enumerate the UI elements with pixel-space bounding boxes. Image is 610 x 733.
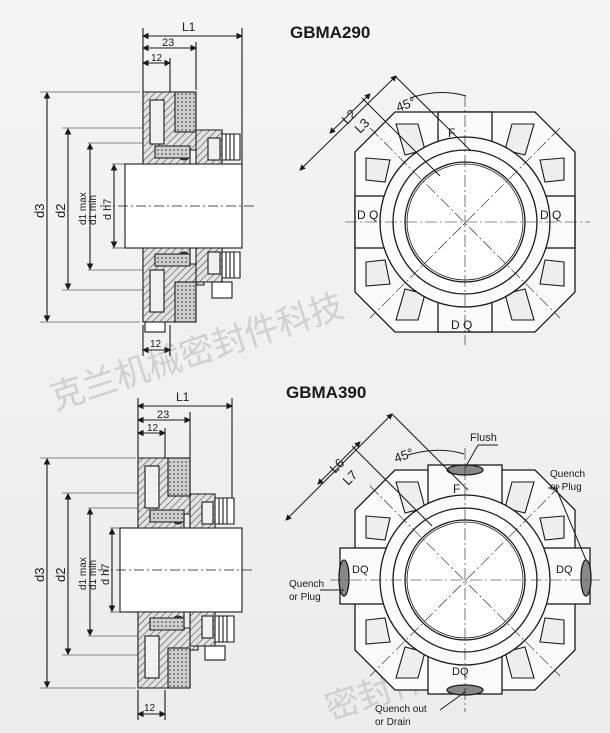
model-title-bottom: GBMA390 xyxy=(286,383,367,402)
dim-L1-bottom: L1 xyxy=(176,390,190,404)
top-side-section xyxy=(40,28,255,356)
callout-quench-right-2: or Plug xyxy=(550,482,582,493)
bottom-side-labels: L1 23 12 12 d3 d2 d1 max d1 min d h7 xyxy=(32,390,190,714)
dim-12-bottom: 12 xyxy=(147,423,159,434)
port-DQ-right-bottom: DQ xyxy=(556,564,573,576)
port-DQ-left-top: D Q xyxy=(357,208,378,222)
dim-d1max-bottom: d1 max xyxy=(78,557,89,590)
callout-flush: Flush xyxy=(470,432,497,444)
bottom-side-section xyxy=(40,398,255,720)
dim-23-bottom: 23 xyxy=(157,409,169,421)
port-DQ-left-bottom: DQ xyxy=(352,564,369,576)
dim-12-top: 12 xyxy=(151,53,163,64)
model-title-top: GBMA290 xyxy=(290,23,371,42)
callout-quench-out-2: or Drain xyxy=(375,717,411,728)
dim-dh7-top: d h7 xyxy=(102,199,114,220)
port-DQ-bottom-bottom: DQ xyxy=(452,666,469,678)
dim-d1min-bottom: d1 min xyxy=(88,560,99,590)
top-front-view xyxy=(299,75,590,345)
callout-quench-left-2: or Plug xyxy=(289,592,321,603)
port-DQ-right-top: D Q xyxy=(540,208,561,222)
dim-dh7-bottom: d h7 xyxy=(100,564,112,585)
dim-d2-bottom: d2 xyxy=(53,568,68,582)
dim-12b-bottom: 12 xyxy=(144,703,156,714)
dim-d3-bottom: d3 xyxy=(32,568,47,582)
dim-d1min-top: d1 min xyxy=(88,195,99,225)
dim-angle-bottom: 45° xyxy=(392,445,416,466)
top-side-labels: L1 23 12 12 d3 d2 d1 max d1 min d h7 xyxy=(32,20,196,350)
dim-d1max-top: d1 max xyxy=(78,192,89,225)
dim-12b-top: 12 xyxy=(150,339,162,350)
port-DQ-bottom-top: D Q xyxy=(451,318,472,332)
bottom-front-labels: L6 L7 45° F DQ DQ DQ Flush Quench or Plu… xyxy=(289,432,585,728)
callout-quench-right-1: Quench xyxy=(550,469,585,480)
port-F-top: F xyxy=(448,126,455,140)
bottom-front-view xyxy=(285,413,600,712)
dim-L1-top: L1 xyxy=(182,20,196,34)
dim-23-top: 23 xyxy=(162,37,174,49)
callout-quench-left-1: Quench xyxy=(289,579,324,590)
dim-angle-top: 45° xyxy=(394,94,418,115)
dim-d2-top: d2 xyxy=(53,204,68,218)
port-F-bottom: F xyxy=(453,482,460,496)
dim-d3-top: d3 xyxy=(32,204,47,218)
callout-quench-out-1: Quench out xyxy=(375,704,427,715)
